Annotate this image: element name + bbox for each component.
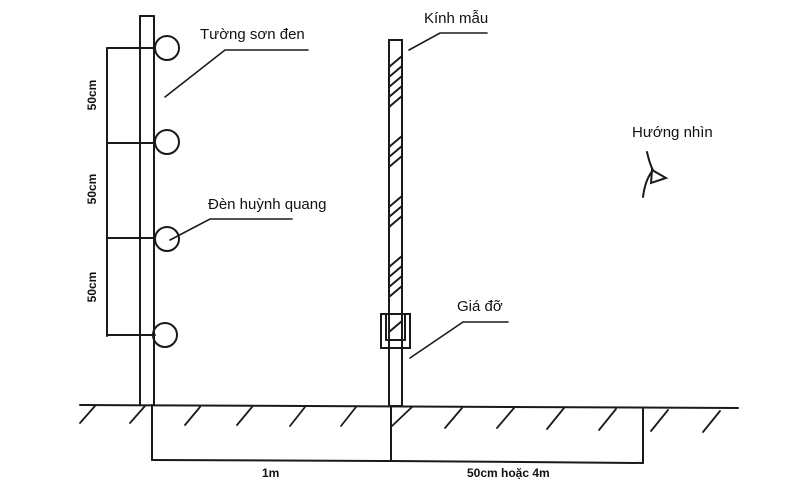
fluorescent-lamps <box>152 35 180 348</box>
stand-label: Giá đỡ <box>457 298 503 315</box>
sample-glass <box>388 39 403 407</box>
glass-leader-line <box>408 32 488 51</box>
lamp-spacing-dimension-lines <box>106 47 156 337</box>
glass-stand <box>380 313 411 349</box>
eye-icon <box>642 151 669 198</box>
ground-line <box>79 404 739 409</box>
lamp-label: Đèn huỳnh quang <box>208 196 327 213</box>
wall-label: Tường sơn đen <box>200 26 305 43</box>
stand-leader-line <box>409 321 509 359</box>
ground-hatching <box>79 405 721 433</box>
wall-leader-line <box>164 49 309 98</box>
lamp-3 <box>154 226 180 252</box>
lamp-spacing-label-3: 50cm <box>85 271 99 303</box>
wall-to-glass-distance-label: 1m <box>262 466 280 480</box>
lamp-leader-line <box>169 218 293 241</box>
lamp-4 <box>152 322 178 348</box>
glass-to-viewer-distance-label: 50cm hoặc 4m <box>467 466 550 480</box>
glass-label: Kính mẫu <box>424 10 489 27</box>
floor-dimension-lines <box>151 404 644 464</box>
wall <box>139 15 155 406</box>
viewing-direction-label: Hướng nhìn <box>632 124 713 141</box>
lamp-2 <box>154 129 180 155</box>
lamp-spacing-label-1: 50cm <box>85 79 99 111</box>
lamp-1 <box>154 35 180 61</box>
lamp-spacing-label-2: 50cm <box>85 173 99 205</box>
